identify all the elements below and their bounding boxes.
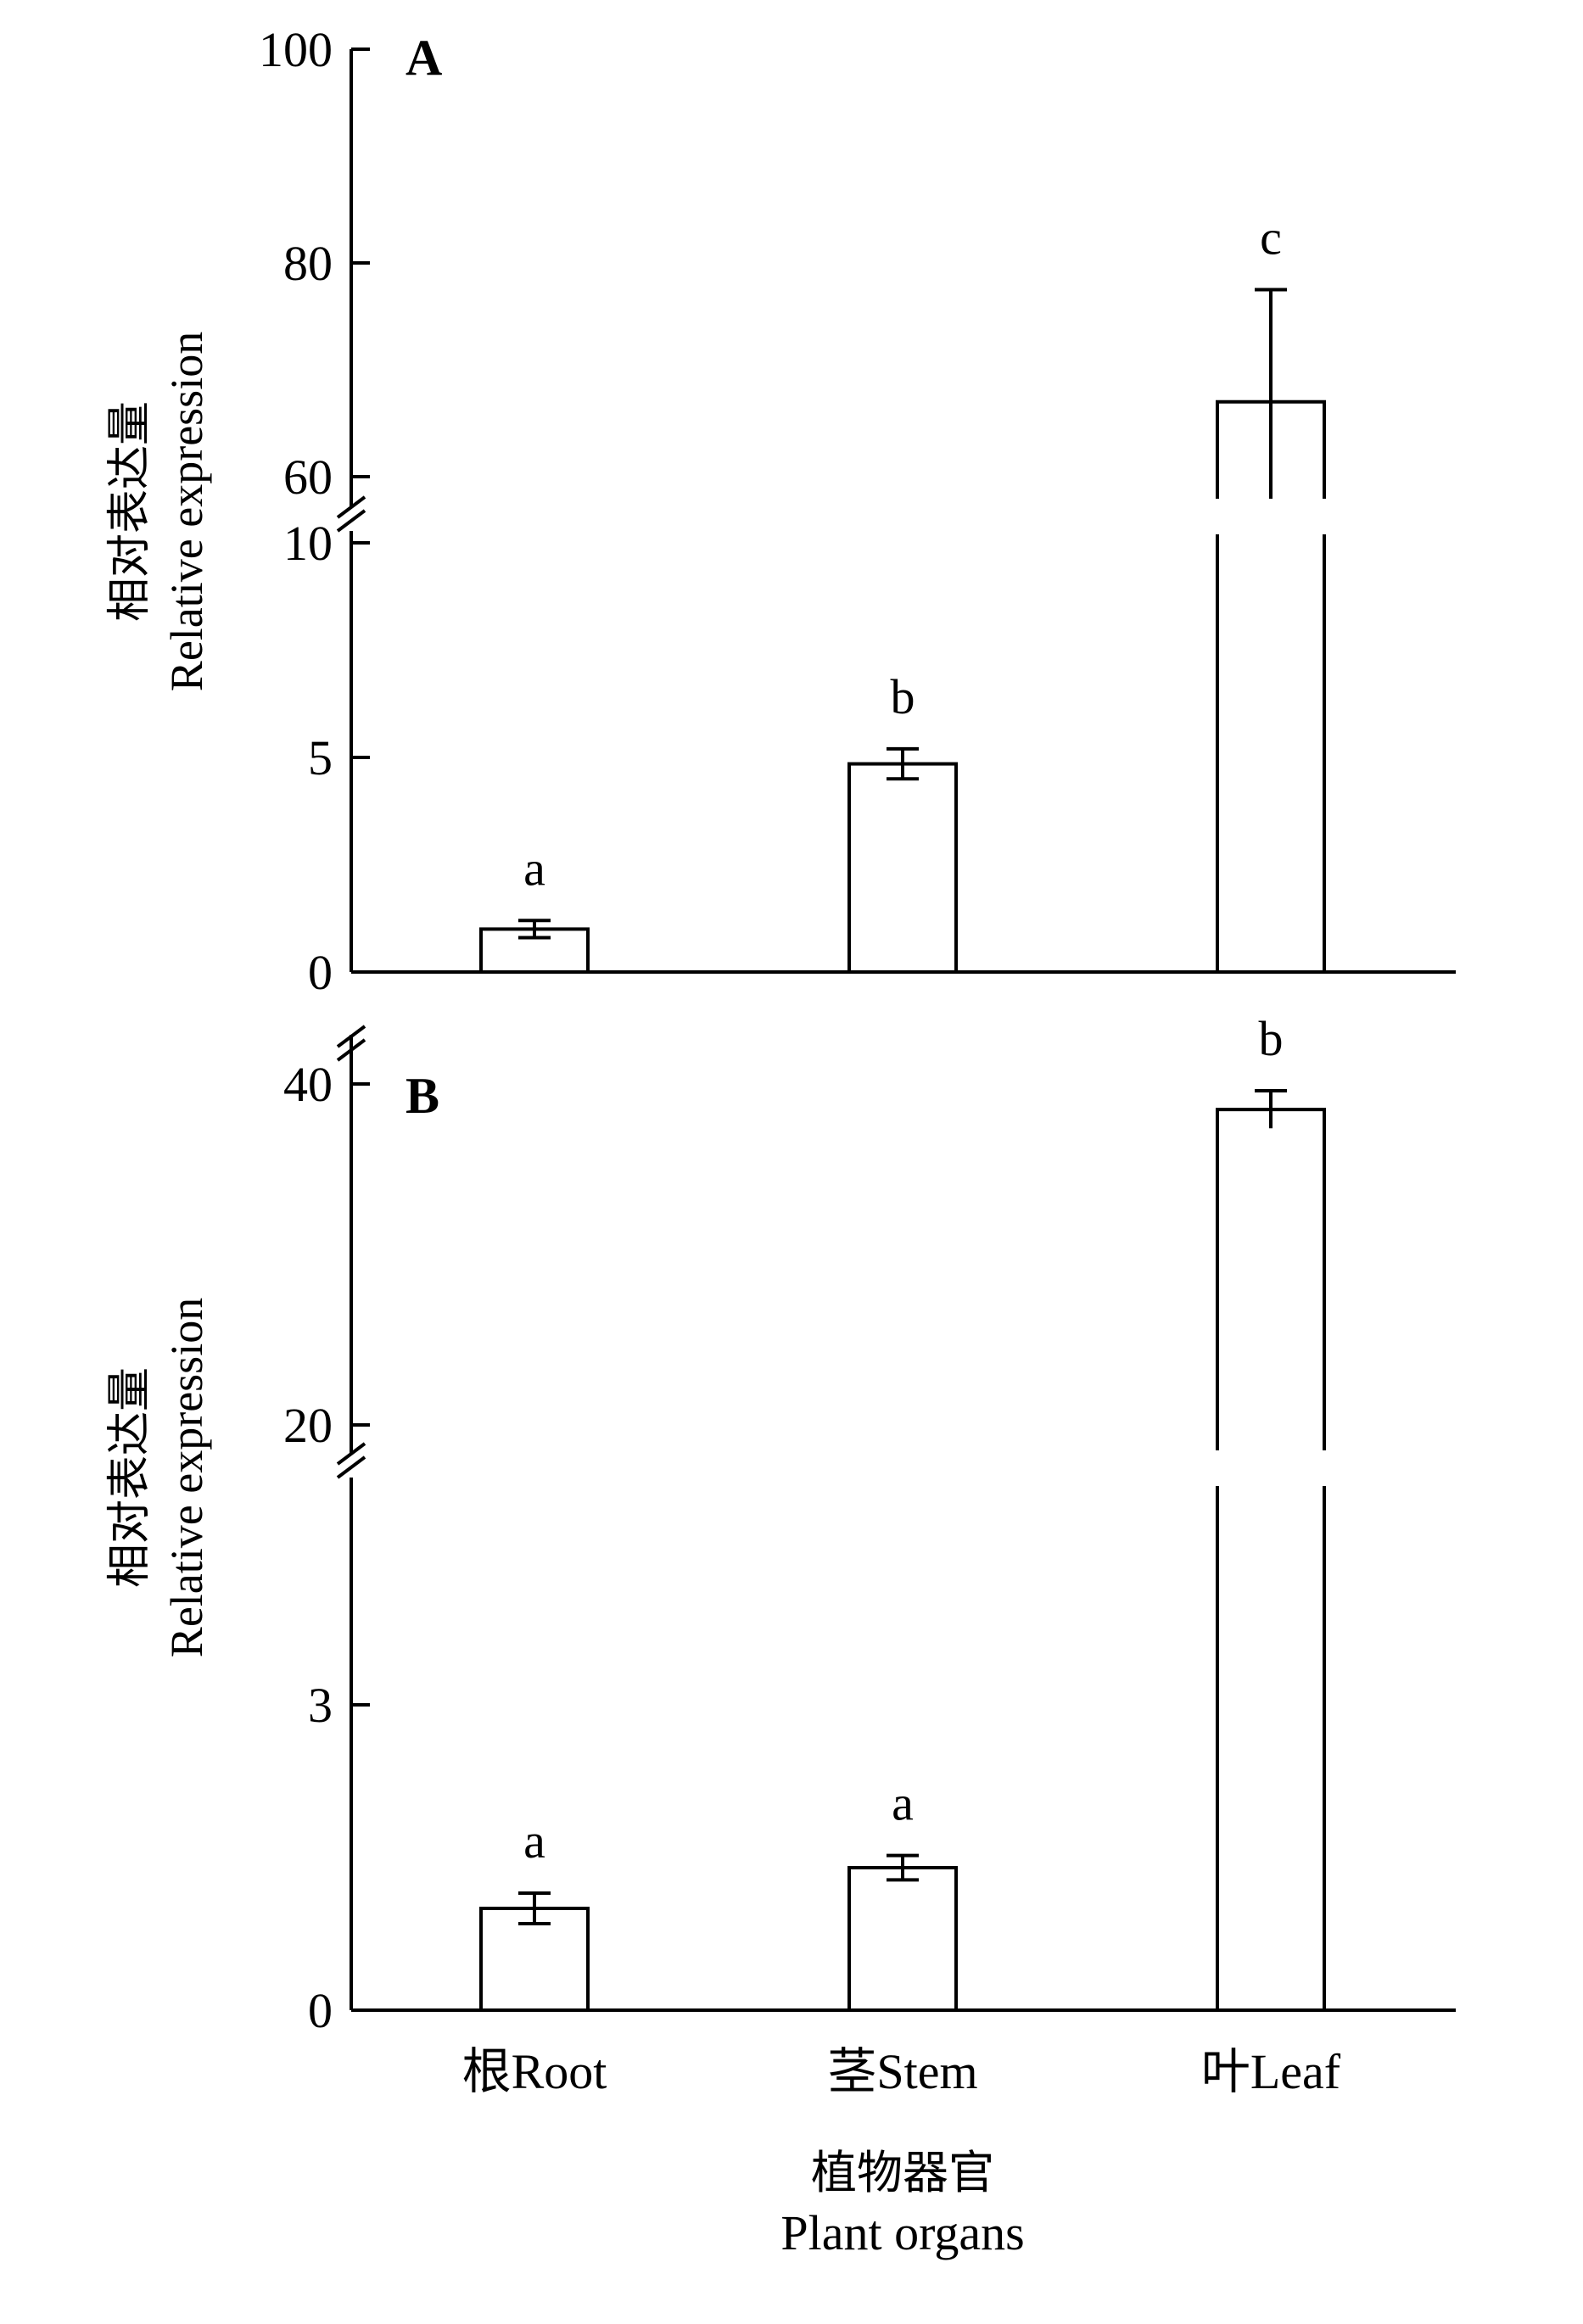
x-category-label-leaf: 叶Leaf [1201,2044,1341,2099]
axis-break-mark-a-1 [336,495,366,519]
axes [336,49,1456,2012]
bar-a-1 [847,762,958,975]
y-tick-a-100-label: 100 [259,22,333,77]
axis-break-mark-ab-1 [336,1025,366,1048]
y-tick-b-20-label: 20 [283,1398,333,1453]
significance-letter-b-1: a [892,1776,914,1831]
y-axis-label-b-en: Relative expression [161,1298,212,1657]
significance-letter-b-0: a [523,1813,545,1869]
y-tick-a-80-label: 80 [283,236,333,291]
axis-break-mark-b-1 [336,1442,366,1466]
y-tick-a-10-label: 10 [283,516,333,571]
axis-break-mark-a-2 [336,509,366,533]
axis-break-mark-b-2 [336,1455,366,1479]
bar-b-0 [479,1907,590,2012]
y-tick-b-40-label: 40 [283,1057,333,1112]
y-axis-label-a-zh: 相对表达量 [104,401,155,622]
bar-b-2-upper [1216,1108,1326,1450]
chart-marks: 0 5 10 60 80 100 0 3 20 40 a b c a a b [259,22,1326,2038]
y-axis-label-b-zh: 相对表达量 [104,1367,155,1588]
y-tick-a-60-label: 60 [283,450,333,505]
significance-letter-a-0: a [523,841,545,896]
y-axis-label-a-en: Relative expression [161,332,212,691]
significance-letter-a-1: b [891,669,915,724]
y-tick-a-5-label: 5 [308,730,333,785]
y-tick-a-0-label: 0 [308,945,333,1000]
y-tick-b-3-label: 3 [308,1678,333,1733]
x-axis-label-zh: 植物器官 [811,2146,994,2199]
x-category-label-stem: 茎Stem [827,2044,977,2099]
panel-label-b: B [406,1068,439,1124]
significance-letter-b-2: b [1259,1011,1284,1066]
significance-letter-a-2: c [1260,210,1282,265]
x-category-label-root: 根Root [462,2044,607,2099]
bar-b-1 [847,1866,958,2012]
x-axis-label-en: Plant organs [780,2205,1024,2260]
y-tick-b-0-label: 0 [308,1983,333,2038]
axis-break-mark-ab-2 [336,1038,366,1062]
panel-label-a: A [406,30,442,86]
